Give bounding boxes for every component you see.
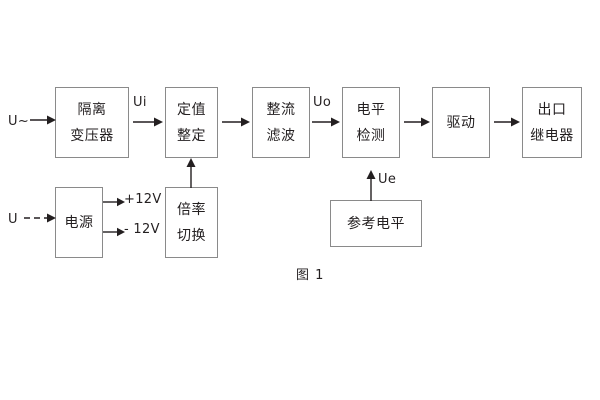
block-reference-level: 参考电平: [330, 200, 422, 247]
block-multiplier-switch: 倍率 切换: [165, 187, 218, 258]
signal-label-ui: Ui: [133, 95, 147, 110]
signal-label-uo: Uo: [313, 95, 332, 110]
block-label-line: 电源: [64, 214, 94, 231]
arrow-multiplier-to-setting: [185, 158, 197, 188]
signal-label-dc-input: U: [8, 212, 18, 227]
arrow-uo: [312, 116, 340, 128]
arrow-ue: [365, 170, 377, 201]
block-level-detection: 电平 检测: [342, 87, 400, 158]
block-setting-value: 定值 整定: [165, 87, 218, 158]
block-label-line: 整定: [177, 127, 206, 144]
block-label-line: 倍率: [177, 201, 206, 218]
rail-label-negative: - 12V: [124, 222, 160, 237]
figure-caption: 图 1: [296, 268, 325, 283]
arrow-ac-input: [30, 114, 56, 126]
block-rectifier-filter: 整流 滤波: [252, 87, 310, 158]
block-label-line: 检测: [356, 127, 386, 144]
arrow-drive-to-relay: [494, 116, 520, 128]
block-label-line: 定值: [177, 101, 206, 118]
arrow-dc-input: [24, 212, 56, 224]
signal-label-ue: Ue: [378, 172, 397, 187]
arrow-rail-negative: [103, 226, 125, 238]
block-label-line: 电平: [356, 101, 386, 118]
arrow-rail-positive: [103, 196, 125, 208]
block-label-line: 切换: [177, 227, 206, 244]
block-label-line: 变压器: [70, 127, 114, 144]
arrow-ui: [133, 116, 163, 128]
arrow-setting-to-rectifier: [222, 116, 250, 128]
block-label-line: 滤波: [266, 127, 296, 144]
block-label-line: 隔离: [77, 101, 107, 118]
block-power-supply: 电源: [55, 187, 103, 258]
arrow-level-to-drive: [404, 116, 430, 128]
rail-label-positive: +12V: [124, 192, 162, 207]
block-isolation-transformer: 隔离 变压器: [55, 87, 129, 158]
block-label-line: 出口: [537, 101, 567, 118]
block-label-line: 继电器: [530, 127, 574, 144]
block-label-line: 驱动: [446, 114, 476, 131]
block-label-line: 参考电平: [347, 215, 405, 232]
signal-label-ac-input: U~: [8, 114, 30, 129]
block-label-line: 整流: [266, 101, 296, 118]
block-output-relay: 出口 继电器: [522, 87, 582, 158]
block-drive: 驱动: [432, 87, 490, 158]
